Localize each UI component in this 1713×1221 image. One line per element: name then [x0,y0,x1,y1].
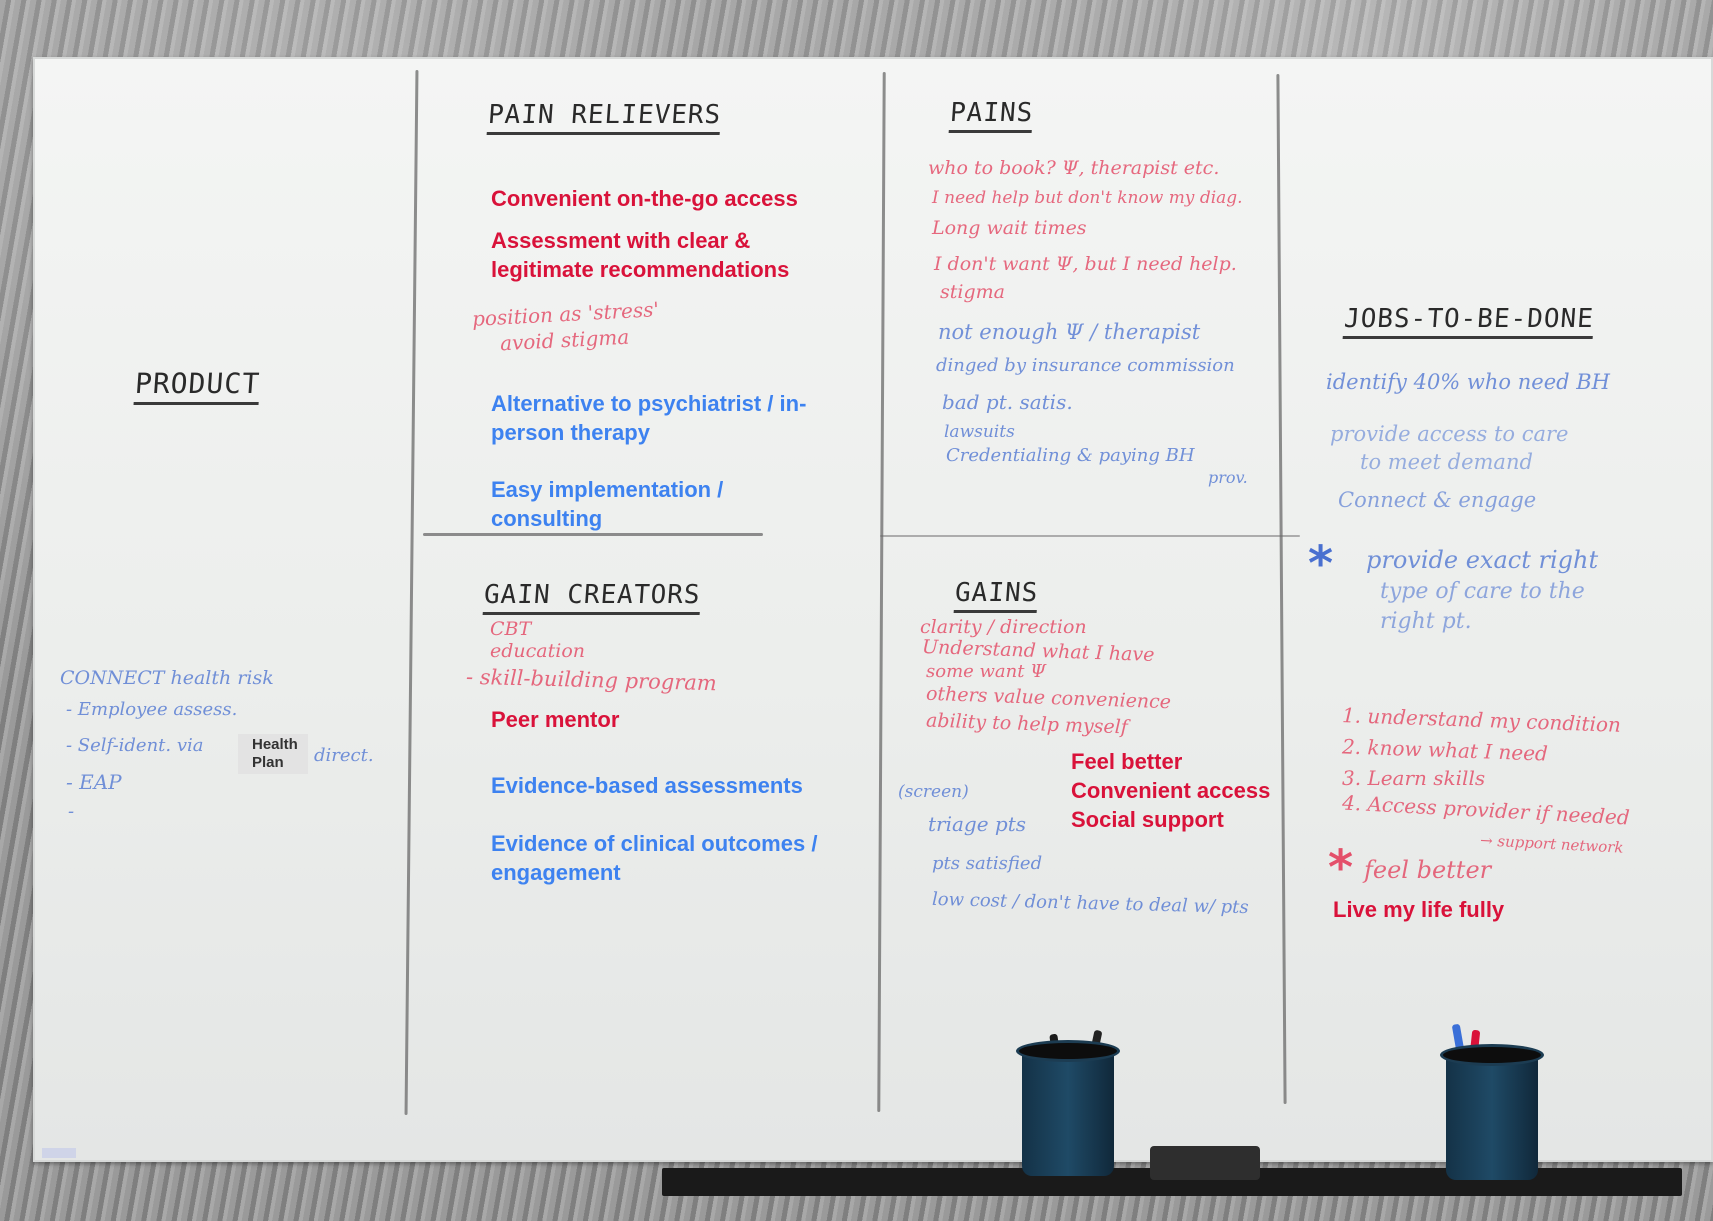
asterisk-icon: * [1328,840,1354,896]
job-note: to meet demand [1360,450,1533,474]
job-note: feel better [1364,856,1492,884]
product-note: - EAP [66,770,122,794]
pain-note: who to book? Ψ, therapist etc. [928,157,1220,179]
pain-note: dinged by insurance commission [936,355,1235,376]
gain-creator-note: CBT [490,618,532,640]
divider-horizontal-2 [880,535,1300,537]
pain-reliever-item: Convenient on-the-go access [491,186,798,211]
gain-note: pts satisfied [932,853,1043,874]
heading-gains: GAINS [953,578,1040,613]
gain-creator-item: Peer mentor [491,707,620,732]
job-note: right pt. [1380,609,1472,634]
brand-label [42,1148,76,1158]
pen-cup-rim [1440,1044,1544,1066]
pain-reliever-item: person therapy [491,420,650,445]
heading-product: PRODUCT [133,367,262,405]
gain-note: some want Ψ [926,661,1046,682]
gain-creator-item: Evidence-based assessments [491,773,803,798]
pain-note: not enough Ψ / therapist [938,320,1201,344]
heading-gain-creators: GAIN CREATORS [482,580,702,615]
gain-item: Convenient access [1071,778,1271,803]
pain-note: Long wait times [932,217,1087,239]
pain-reliever-item: Alternative to psychiatrist / in- [491,391,807,416]
gain-item: Feel better [1071,749,1183,774]
product-note: - Employee assess. [66,699,238,720]
divider-horizontal [423,533,763,536]
product-note: - [68,801,75,822]
pen-cup [1446,1052,1538,1180]
job-note: type of care to the [1380,579,1585,604]
pain-note: bad pt. satis. [942,390,1073,414]
gain-creator-note: education [490,640,585,662]
job-note: provide access to care [1330,422,1569,446]
pain-reliever-item: consulting [491,506,603,531]
health-plan-label: Health Plan [238,734,308,774]
job-note: provide exact right [1366,546,1599,574]
gain-note: triage pts [928,812,1027,836]
heading-pain-relievers: PAIN RELIEVERS [486,100,723,135]
product-note: direct. [314,745,374,766]
asterisk-icon: * [1308,536,1334,592]
job-item: Live my life fully [1333,897,1505,922]
job-note: Connect & engage [1338,488,1537,512]
eraser [1150,1146,1260,1180]
pain-reliever-item: legitimate recommendations [491,257,790,282]
gain-creator-item: engagement [491,860,621,885]
pain-note: lawsuits [944,422,1015,442]
job-note: 3. Learn skills [1342,766,1486,790]
pen-cup [1022,1048,1114,1176]
pain-reliever-item: Easy implementation / [491,477,724,502]
heading-pains: PAINS [948,98,1035,133]
gain-item: Social support [1071,807,1224,832]
product-note: CONNECT health risk [60,667,274,689]
pain-reliever-item: Assessment with clear & [491,228,751,253]
pain-note: I need help but don't know my diag. [932,188,1243,208]
gain-creator-item: Evidence of clinical outcomes / [491,831,818,856]
gain-note: clarity / direction [920,616,1087,638]
pain-note: stigma [940,281,1005,303]
pain-note: Credentialing & paying BH [946,445,1195,466]
pain-note: prov. [1208,468,1248,487]
gain-note: (screen) [898,782,969,802]
whiteboard [33,57,1713,1162]
pain-note: I don't want Ψ, but I need help. [934,253,1237,275]
heading-jobs-to-be-done: JOBS-TO-BE-DONE [1342,304,1595,339]
product-note: - Self-ident. via [66,735,204,756]
pen-cup-rim [1016,1040,1120,1062]
job-note: identify 40% who need BH [1326,370,1610,394]
